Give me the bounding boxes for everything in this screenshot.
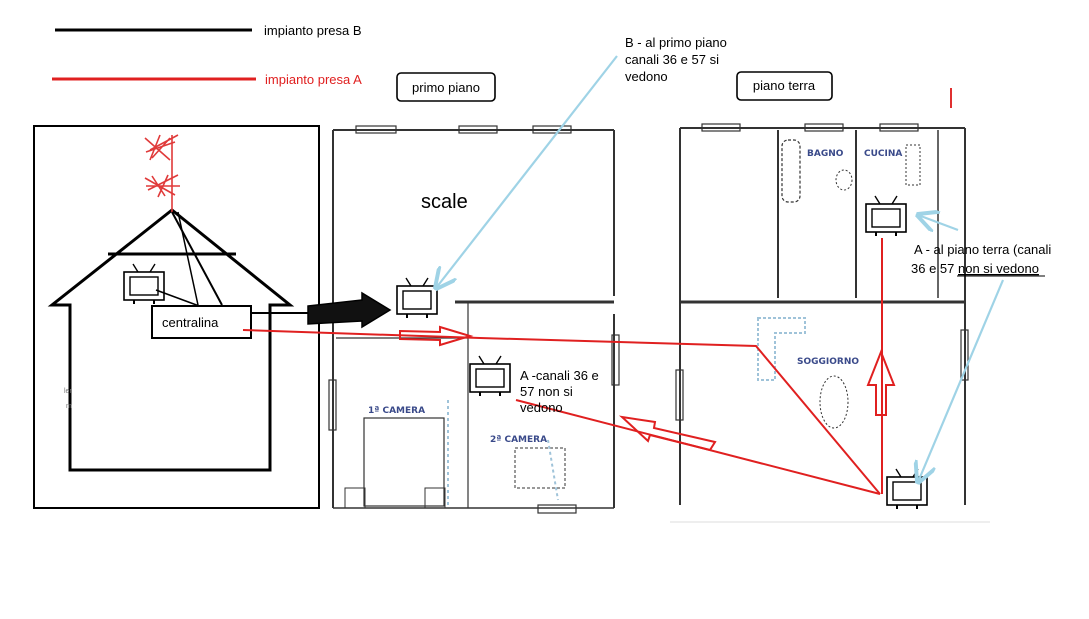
note-b: B - al primo piano canali 36 e 57 si ved…: [625, 35, 731, 84]
legend-black-label: impianto presa B: [264, 23, 362, 38]
note-b-line3: vedono: [625, 69, 668, 84]
note-b-line1: B - al primo piano: [625, 35, 727, 50]
legend-red-label: impianto presa A: [265, 72, 362, 87]
scale-label: scale: [421, 191, 468, 213]
pointer-b: [436, 55, 618, 288]
cucina-label: CUCINA: [864, 149, 902, 159]
note-a-first-floor: A -canali 36 e 57 non si vedono: [520, 368, 602, 415]
cable-b: [252, 291, 392, 329]
red-arrow-right: [399, 325, 474, 347]
house-scribble: ler: [64, 388, 72, 395]
pointer-a-kitchen: [918, 215, 959, 230]
note-b-line2: canali 36 e 57 si: [625, 52, 719, 67]
house-outline: [47, 208, 295, 472]
note-a-ground-underlined: non si vedono: [958, 261, 1039, 276]
tv-icon: [469, 355, 511, 397]
red-arrow-up: [866, 349, 896, 416]
house-scribble-2: m: [66, 403, 72, 410]
red-arrow-left: [618, 415, 717, 452]
note-a-ground-line1: A - al piano terra (canali: [914, 242, 1051, 257]
arrow-icon: [307, 291, 392, 329]
soggiorno-label: SOGGIORNO: [797, 357, 859, 367]
tv-icon: [396, 277, 438, 319]
note-a-first-line1: A -canali 36 e: [520, 368, 599, 383]
bagno-label: BAGNO: [807, 149, 844, 159]
antenna-icon: [144, 134, 180, 212]
note-a-first-line3: vedono: [520, 400, 563, 415]
room1-label: 1ª CAMERA: [368, 406, 425, 416]
tv-icon: [123, 263, 165, 305]
cable-a: [242, 238, 896, 495]
title-first-floor-text: primo piano: [412, 80, 480, 95]
cable-antenna-to-centralina: [177, 211, 199, 306]
centralina-box: [151, 305, 252, 339]
title-ground-floor: piano terra: [736, 71, 833, 101]
house-schematic: centralina ler m: [33, 125, 320, 509]
note-a-first-line2: 57 non si: [520, 384, 573, 399]
pointer-arrows: [436, 55, 1005, 482]
note-a-ground-prefix: 36 e 57: [911, 261, 958, 276]
title-first-floor: primo piano: [396, 72, 496, 102]
pointer-a-living: [918, 279, 1005, 482]
cable-antenna-to-tv: [171, 211, 223, 306]
ground-floor-plan: [670, 123, 990, 523]
legend: impianto presa B impianto presa A: [52, 23, 362, 87]
room2-label: 2ª CAMERA: [490, 435, 547, 445]
tv-icon: [865, 195, 907, 237]
note-a-ground-line2: 36 e 57 non si vedono: [911, 261, 1039, 276]
centralina-label: centralina: [162, 315, 219, 330]
title-ground-floor-text: piano terra: [753, 78, 816, 93]
